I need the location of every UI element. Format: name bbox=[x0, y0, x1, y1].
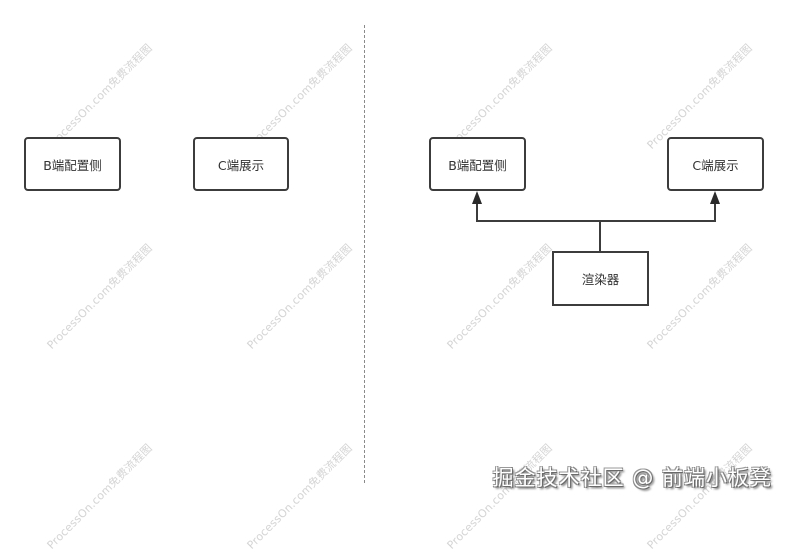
arrowhead-icon bbox=[710, 191, 720, 204]
connector-edges bbox=[472, 191, 720, 251]
node-label: B端配置侧 bbox=[43, 157, 102, 173]
node-label: C端展示 bbox=[692, 157, 739, 173]
diagram-canvas: ProcessOn.com免费流程图 ProcessOn.com免费流程图 Pr… bbox=[24, 25, 772, 552]
right-c-side-node[interactable]: C端展示 bbox=[667, 137, 764, 191]
node-label: C端展示 bbox=[217, 157, 265, 173]
left-b-side-node[interactable]: B端配置侧 bbox=[24, 137, 121, 191]
panel-divider bbox=[364, 25, 365, 483]
edge-renderer-to-c[interactable] bbox=[600, 203, 716, 222]
node-label: 渲染器 bbox=[581, 272, 620, 287]
footer-credit: 掘金技术社区 @ 前端小板凳 bbox=[492, 466, 772, 490]
node-label: B端配置侧 bbox=[448, 157, 507, 173]
arrowhead-icon bbox=[472, 191, 482, 204]
right-b-side-node[interactable]: B端配置侧 bbox=[429, 137, 526, 191]
left-c-side-node[interactable]: C端展示 bbox=[193, 137, 289, 191]
renderer-node[interactable]: 渲染器 bbox=[552, 251, 649, 306]
edge-renderer-to-b[interactable] bbox=[476, 203, 601, 251]
